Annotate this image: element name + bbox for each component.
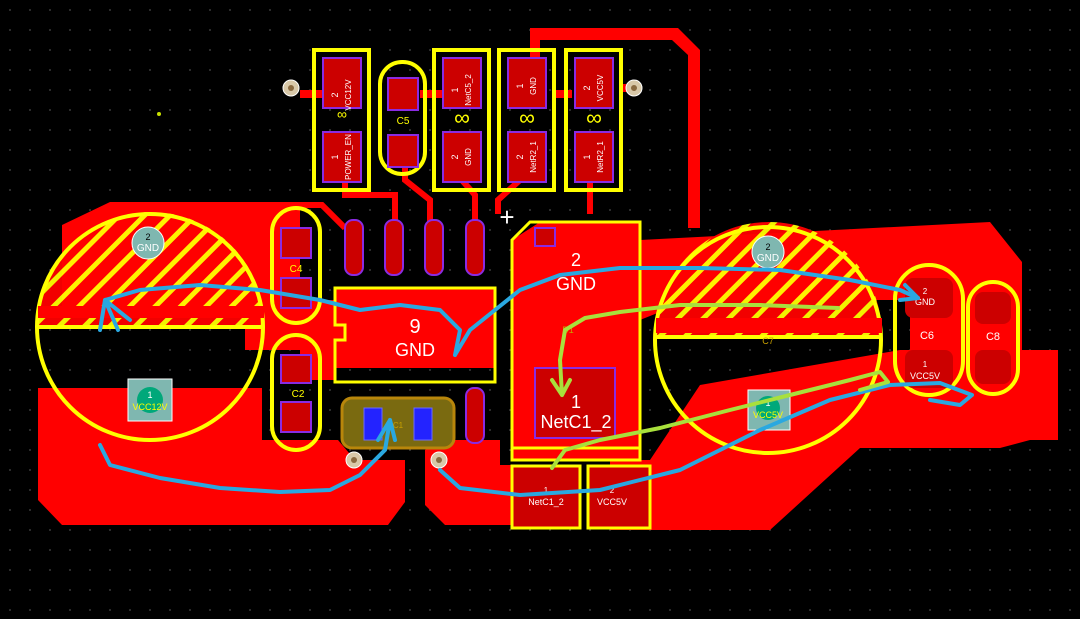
diode-d1[interactable]: + 2 GND D1 1 NetC1_2 <box>499 202 642 462</box>
left-cap-pad1-num: 1 <box>147 390 152 400</box>
inductor-pad1-net: NetC1_2 <box>528 497 564 507</box>
inductor-l1[interactable]: 1 NetC1_2 2 VCC5V <box>510 464 652 530</box>
jumper-4-top-num: 2 <box>582 85 592 90</box>
ic-pin[interactable] <box>344 219 364 276</box>
jumper-4-bot-net: NetR2_1 <box>596 141 605 173</box>
jumper-2[interactable]: ∞ 1 NetC5_2 2 GND <box>432 48 491 192</box>
jumper-1[interactable]: ∞ 2 VCC12V 1 POWER_EN <box>312 48 371 192</box>
diode-polarity-mark: + <box>499 202 514 232</box>
diode-pad1-num: 1 <box>571 392 581 412</box>
diode-pad1-net: NetC1_2 <box>540 412 611 433</box>
right-cap-pad1-num: 1 <box>765 398 770 408</box>
jumper-4-coil-icon: ∞ <box>586 105 602 130</box>
c6-pad2-net: GND <box>915 297 936 307</box>
left-cap-pad2-num: 2 <box>145 232 150 242</box>
blue-arrow-gnd-right <box>898 283 920 302</box>
trace-j1 <box>300 90 322 98</box>
inductor-pad1-num: 1 <box>544 486 549 495</box>
blue-arrow-gnd-loop <box>98 266 920 357</box>
ic-pin[interactable] <box>465 219 485 276</box>
jumper-3-coil-icon: ∞ <box>519 105 535 130</box>
left-cap-pad2-net: GND <box>137 243 159 254</box>
jumper-row: ∞ 2 VCC12V 1 POWER_EN ∞ 1 NetC5_2 2 GND … <box>312 48 623 192</box>
c8-capacitor[interactable]: C8 <box>966 280 1020 396</box>
c4-label: C4 <box>290 264 303 275</box>
jumper-3-top-num: 1 <box>515 83 525 88</box>
left-cap-pad-2[interactable]: 2 GND <box>131 226 165 260</box>
right-vcc5v-pour[interactable] <box>610 350 1058 530</box>
jumper-1-top-num: 2 <box>330 92 340 97</box>
vias <box>157 79 643 469</box>
right-cap-pad-2[interactable]: 2 GND <box>751 235 785 269</box>
ic-pin[interactable] <box>465 387 485 444</box>
ic-pad-num: 9 <box>409 316 420 338</box>
top-trace[interactable] <box>530 28 700 228</box>
c6-pad1-num: 1 <box>923 360 928 369</box>
diode-pad2-net: GND <box>556 274 596 294</box>
left-electrolytic-cap[interactable]: 2 GND 1 VCC12V <box>35 212 265 442</box>
jumper-2-bot-num: 2 <box>450 154 460 159</box>
c1-copper[interactable] <box>425 440 560 525</box>
inductor-pad2-num: 2 <box>610 486 615 495</box>
inductor-pad2-net: VCC5V <box>597 497 627 507</box>
right-cap-pad2-num: 2 <box>765 242 770 252</box>
jumper-1-coil-icon: ∞ <box>337 106 347 122</box>
c5-capacitor[interactable]: C5 <box>378 60 427 176</box>
blue-arrow-vcc12v <box>98 418 397 494</box>
c6-label: C6 <box>920 330 934 342</box>
ic-thermal-pad[interactable] <box>335 288 495 368</box>
c2-capacitor[interactable]: C2 <box>270 333 322 452</box>
right-electrolytic-cap[interactable]: C7 2 GND 1 VCC5V <box>653 222 883 455</box>
green-arrow-2 <box>550 370 890 470</box>
jumper-2-bot-net: GND <box>464 148 473 166</box>
left-cap-pad-1[interactable]: 1 VCC12V <box>127 378 173 422</box>
jumper-3-bot-num: 2 <box>515 154 525 159</box>
ic-u1[interactable]: 9 GND <box>333 219 497 444</box>
jumper-3-bot-net: NetR2_1 <box>529 141 538 173</box>
right-cap-pad1-net: VCC5V <box>753 410 783 420</box>
c6-pad2-num: 2 <box>923 287 928 296</box>
thin-traces <box>300 160 593 231</box>
c6-capacitor[interactable]: 2 GND C6 1 VCC5V <box>893 263 965 397</box>
ic-pin[interactable] <box>424 219 444 276</box>
jumper-3[interactable]: ∞ 1 GND 2 NetR2_1 <box>497 48 556 192</box>
jumper-2-top-net: NetC5_2 <box>464 74 473 106</box>
annotation-strokes <box>98 266 974 497</box>
jumper-2-coil-icon: ∞ <box>454 105 470 130</box>
jumper-3-top-net: GND <box>529 77 538 95</box>
c5-label: C5 <box>397 116 410 127</box>
c4-capacitor[interactable]: C4 <box>270 206 322 325</box>
blue-arrow-vcc5v <box>438 381 974 497</box>
right-cap-label: C7 <box>762 336 774 346</box>
jumper-1-bot-num: 1 <box>330 154 340 159</box>
jumper-1-top-net: VCC12V <box>344 79 353 111</box>
green-arrow-1 <box>550 303 840 397</box>
c6-pad1-net: VCC5V <box>910 371 940 381</box>
jumper-4-bot-num: 1 <box>582 154 592 159</box>
jumper-1-bot-net: POWER_EN <box>344 134 353 180</box>
jumper-4-top-net: VCC5V <box>596 74 605 101</box>
ic-pad-net: GND <box>395 340 435 360</box>
trace-j3 <box>552 90 572 98</box>
c1-capacitor[interactable]: C1 <box>340 396 456 450</box>
right-cap-pad2-net: GND <box>757 253 779 264</box>
ic-pin[interactable] <box>384 219 404 276</box>
jumper-4[interactable]: ∞ 2 VCC5V 1 NetR2_1 <box>564 48 623 192</box>
c8-label: C8 <box>986 331 1000 343</box>
c2-label: C2 <box>292 389 305 400</box>
c1-label: C1 <box>393 421 404 430</box>
origin-marker <box>157 112 161 116</box>
diode-pad2-num: 2 <box>571 250 581 270</box>
left-cap-pad1-net: VCC12V <box>132 402 167 412</box>
jumper-2-top-num: 1 <box>450 87 460 92</box>
